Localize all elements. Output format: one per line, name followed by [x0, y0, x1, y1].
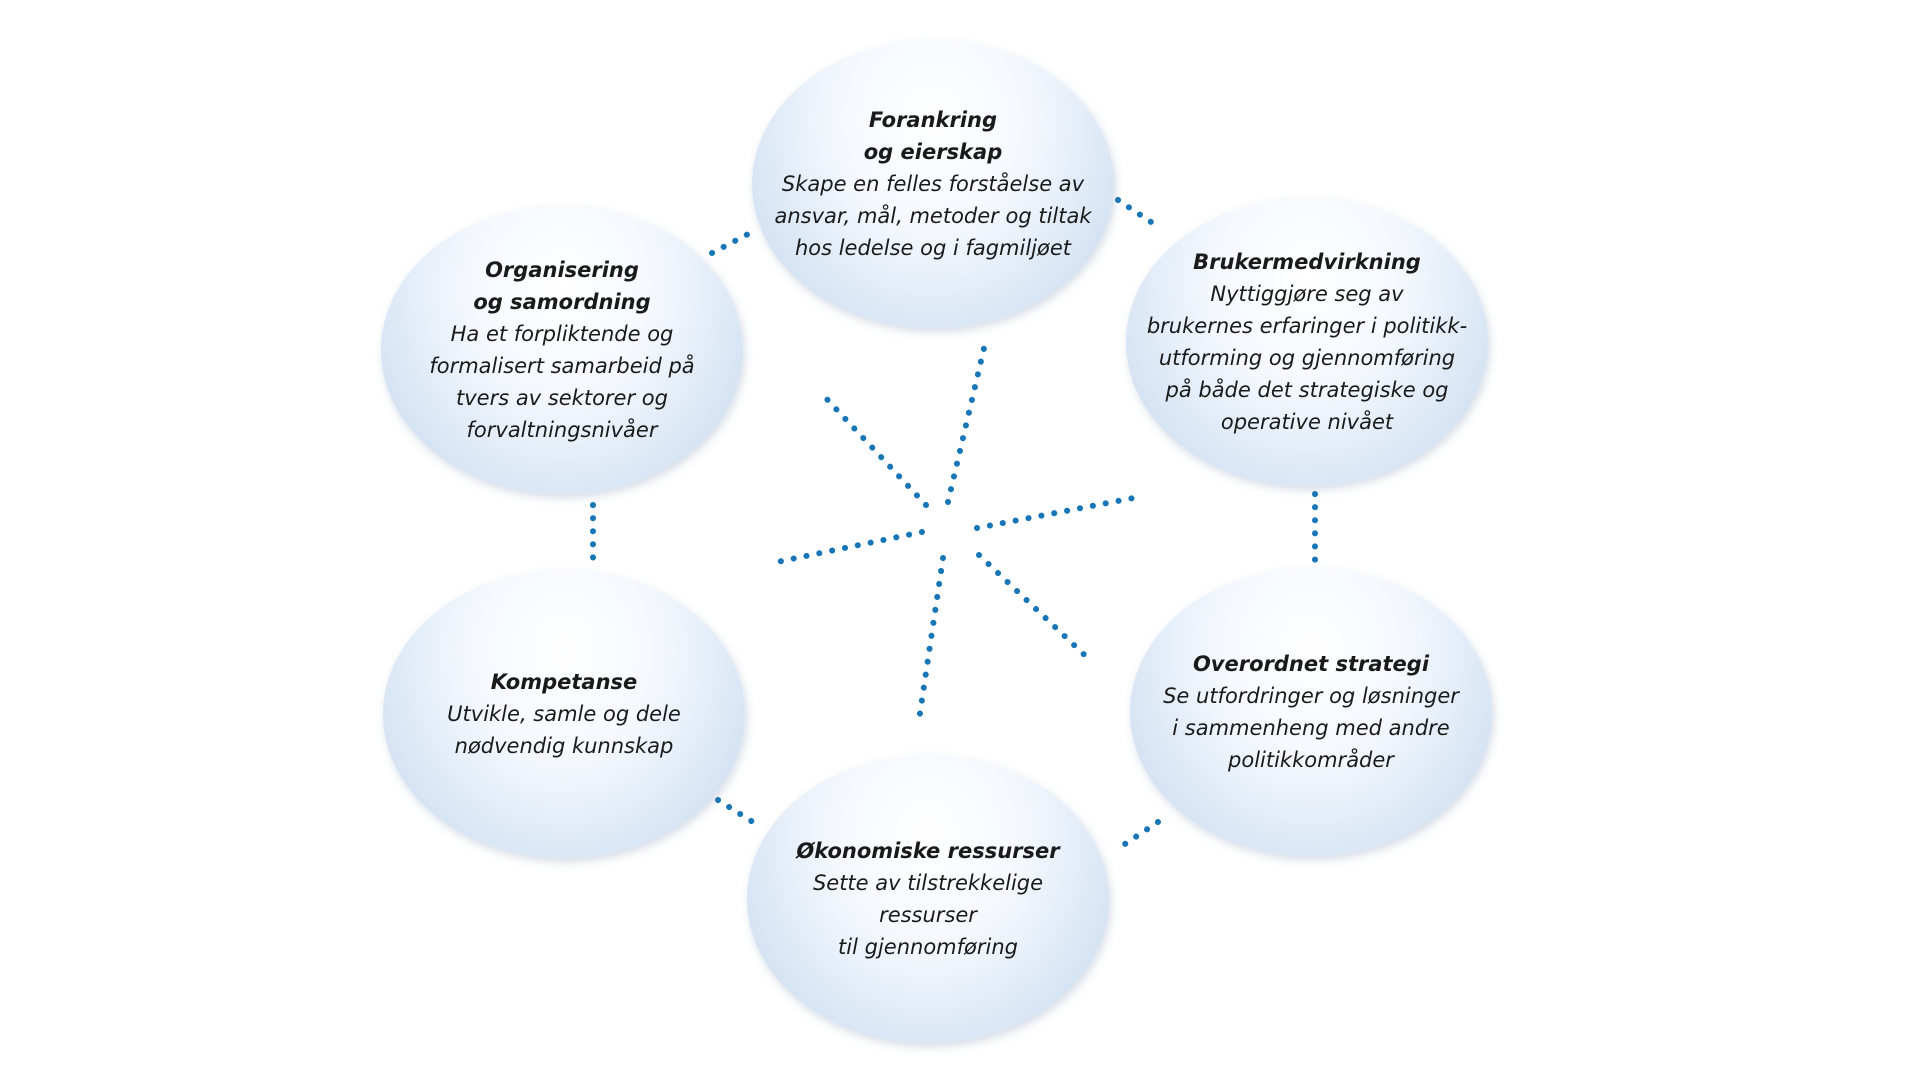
- node-brukermedvirkning: Brukermedvirkning Nyttiggjøre seg av bru…: [1126, 198, 1488, 486]
- node-organisering-description: Ha et forpliktende og formalisert samarb…: [429, 322, 695, 442]
- connector-overordnet-okonomiske: [1113, 819, 1161, 853]
- spoke-to-brukermedvirkning: [974, 493, 1147, 531]
- node-forankring-title: Forankring og eierskap: [863, 108, 1003, 164]
- connector-forankring-brukermedvirkning: [1115, 197, 1163, 231]
- spoke-to-overordnet: [976, 552, 1095, 665]
- node-overordnet-strategi-title: Overordnet strategi: [1192, 652, 1430, 676]
- node-organisering-title: Organisering og samordning: [473, 258, 651, 314]
- node-kompetanse: Kompetanse Utvikle, samle og dele nødven…: [383, 570, 745, 858]
- spoke-to-organisering: [820, 392, 929, 508]
- center-spokes: [769, 341, 1147, 723]
- connector-okonomiske-kompetanse: [715, 797, 759, 827]
- node-organisering: Organisering og samordning Ha et forplik…: [381, 206, 743, 494]
- node-kompetanse-description: Utvikle, samle og dele nødvendig kunnska…: [447, 702, 681, 758]
- spoke-to-kompetanse: [769, 529, 925, 566]
- spoke-to-forankring: [945, 341, 988, 505]
- node-overordnet-strategi-description: Se utfordringer og løsninger i sammenhen…: [1163, 684, 1459, 772]
- node-brukermedvirkning-title: Brukermedvirkning: [1193, 250, 1421, 274]
- node-okonomiske-ressurser-description: Sette av tilstrekkelige ressurser til gj…: [812, 871, 1044, 959]
- node-forankring-description: Skape en felles forståelse av ansvar, må…: [774, 172, 1092, 260]
- node-overordnet-strategi: Overordnet strategi Se utfordringer og l…: [1130, 568, 1492, 856]
- ring-connectors: [590, 197, 1318, 853]
- spoke-to-okonomiske: [916, 555, 946, 723]
- connector-forankring-organisering: [709, 229, 755, 256]
- node-forankring: Forankring og eierskap Skape en felles f…: [752, 40, 1114, 328]
- node-okonomiske-ressurser-title: Økonomiske ressurser: [796, 839, 1060, 863]
- node-okonomiske-ressurser: Økonomiske ressurser Sette av tilstrekke…: [747, 755, 1109, 1043]
- node-brukermedvirkning-description: Nyttiggjøre seg av brukernes erfaringer …: [1146, 282, 1468, 434]
- node-kompetanse-title: Kompetanse: [490, 670, 638, 694]
